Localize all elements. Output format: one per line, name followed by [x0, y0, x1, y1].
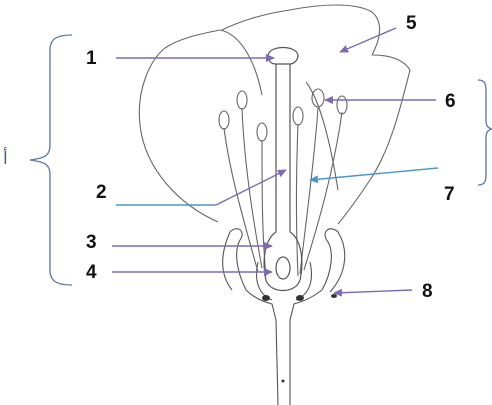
label-7: 7 [444, 185, 455, 204]
label-3: 3 [86, 233, 97, 252]
petals [139, 5, 410, 224]
anther [219, 111, 229, 129]
stalk-left [276, 320, 278, 405]
receptacle-left [246, 290, 276, 320]
anther [257, 123, 267, 141]
petal-right [338, 55, 410, 224]
receptacle-right [290, 290, 322, 320]
label-1: 1 [86, 49, 97, 68]
petal-inner-line [306, 82, 338, 190]
brace-left [30, 35, 72, 285]
filament [300, 108, 318, 274]
arrow-8 [334, 290, 412, 293]
arrow-5 [340, 28, 396, 52]
filament [242, 108, 262, 268]
label-2: 2 [96, 183, 107, 202]
ovary [264, 232, 302, 291]
petal-back [222, 5, 380, 55]
label-5: 5 [406, 14, 417, 33]
label-4: 4 [86, 263, 97, 282]
anther [237, 91, 247, 109]
label-8: 8 [422, 282, 433, 301]
stigma [268, 48, 298, 65]
receptacle-and-sepals [223, 229, 345, 405]
filament [224, 128, 258, 272]
sepal-left-outer [223, 229, 246, 290]
brace-right [478, 80, 492, 185]
ovary-wall-right [296, 262, 311, 300]
sepal-right-outer [322, 229, 345, 292]
brace-label: أ [3, 151, 8, 168]
label-6: 6 [445, 92, 456, 111]
petal-left [139, 30, 262, 222]
filament [297, 124, 299, 276]
anther [293, 107, 303, 125]
ovule [276, 257, 290, 279]
stamens [219, 89, 347, 276]
anther [337, 96, 347, 114]
arrow-7 [310, 168, 438, 180]
